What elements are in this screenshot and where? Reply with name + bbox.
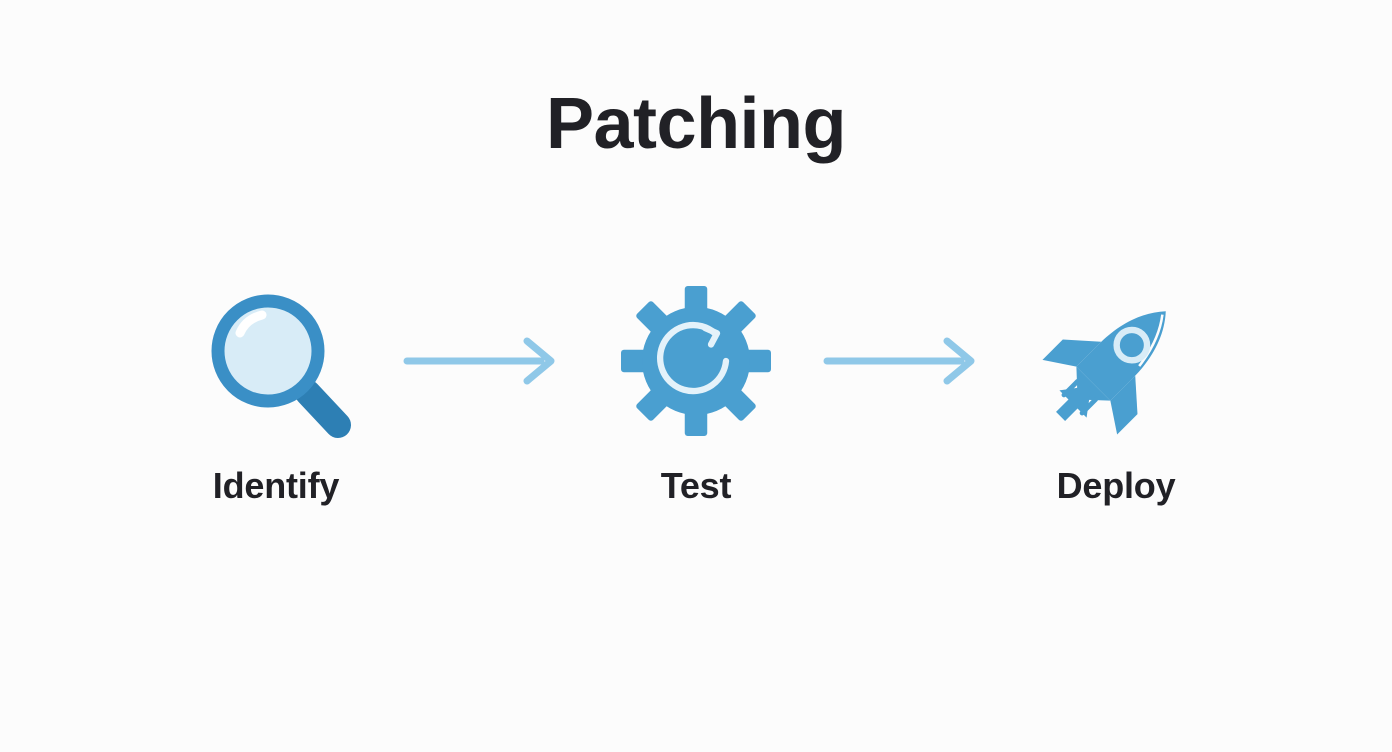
arrow-right-icon xyxy=(391,276,581,446)
flow-step-identify: Identify xyxy=(161,276,391,504)
flow-step-label: Test xyxy=(660,465,732,506)
flow-step-test: Test xyxy=(581,276,811,504)
page-title: Patching xyxy=(545,84,847,164)
arrow-right-icon xyxy=(811,276,1001,446)
gear-refresh-icon xyxy=(611,276,781,446)
flow-step-label: Identify xyxy=(212,465,340,506)
magnifying-glass-icon xyxy=(191,276,361,446)
flow-step-deploy: Deploy xyxy=(1001,276,1231,504)
rocket-icon xyxy=(1031,276,1201,446)
flow-step-label: Deploy xyxy=(1056,465,1176,506)
process-flow: Identify xyxy=(0,276,1392,536)
